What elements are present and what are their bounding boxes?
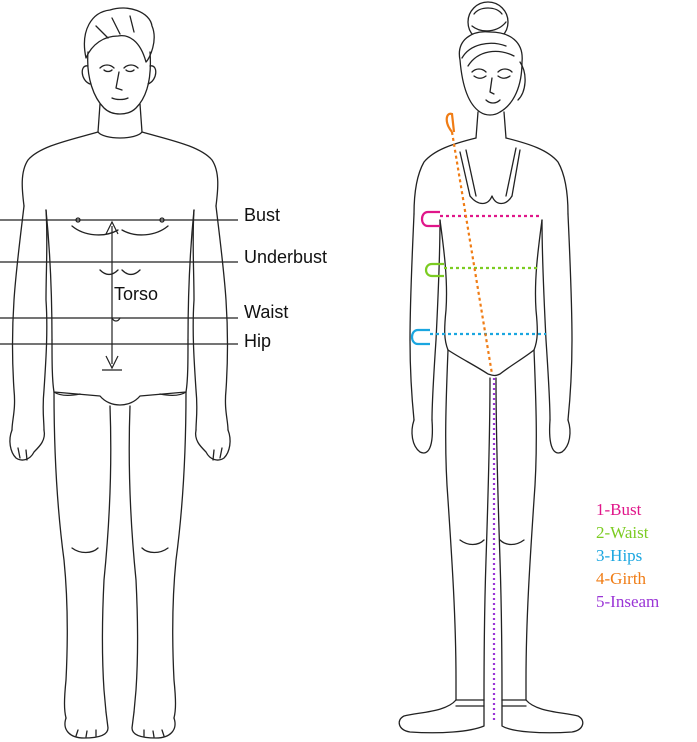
girth-measure-line: [452, 132, 492, 374]
hips-measure-hook: [412, 330, 430, 344]
female-figure: [399, 2, 583, 733]
bust-measure-hook: [422, 212, 440, 226]
legend-item-girth: 4-Girth: [596, 567, 659, 590]
legend-item-hips: 3-Hips: [596, 544, 659, 567]
waist-label: Waist: [244, 303, 288, 321]
torso-label: Torso: [114, 285, 158, 303]
legend-item-inseam: 5-Inseam: [596, 590, 659, 613]
legend-item-waist: 2-Waist: [596, 521, 659, 544]
underbust-label: Underbust: [244, 248, 327, 266]
bust-label: Bust: [244, 206, 280, 224]
legend-item-bust: 1-Bust: [596, 498, 659, 521]
girth-measure-hook: [447, 114, 454, 132]
male-figure: [10, 8, 230, 738]
measurement-legend: 1-Bust 2-Waist 3-Hips 4-Girth 5-Inseam: [596, 498, 659, 613]
waist-measure-hook: [426, 264, 444, 276]
hip-label: Hip: [244, 332, 271, 350]
